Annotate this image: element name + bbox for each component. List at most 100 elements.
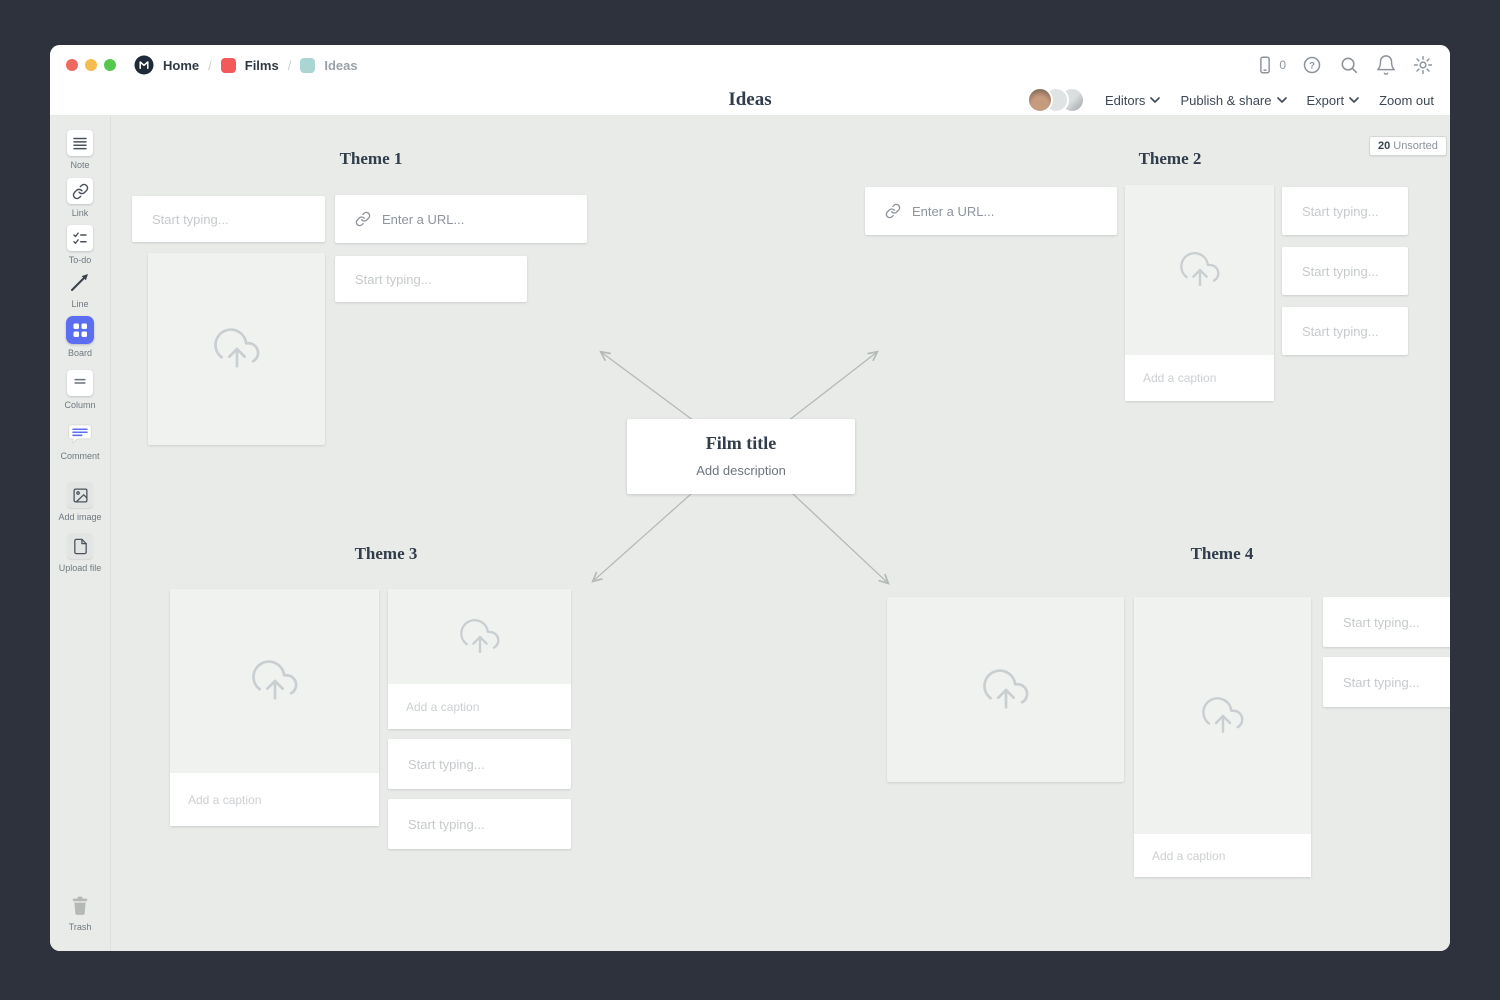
note-icon <box>73 137 87 150</box>
film-title-card[interactable]: Film title Add description <box>627 419 855 494</box>
note-card[interactable]: Start typing... <box>335 256 527 302</box>
titlebar: Home / Films / Ideas 0 ? <box>50 45 1450 85</box>
board-icon <box>73 323 87 337</box>
zoom-out-button[interactable]: Zoom out <box>1379 93 1434 108</box>
theme-4-heading[interactable]: Theme 4 <box>1190 544 1254 563</box>
film-description-placeholder[interactable]: Add description <box>696 463 786 478</box>
link-icon <box>72 183 89 200</box>
cloud-upload-icon <box>981 667 1031 713</box>
tool-label: Trash <box>68 922 92 932</box>
image-upload-card[interactable]: Add a caption <box>1125 185 1274 401</box>
cloud-upload-icon <box>1200 695 1246 737</box>
sidebar-tool-upload-file[interactable]: Upload file <box>50 533 110 573</box>
device-preview-button[interactable]: 0 <box>1254 54 1286 76</box>
export-menu[interactable]: Export <box>1307 93 1360 108</box>
note-card[interactable]: Start typing... <box>1323 597 1450 647</box>
note-card[interactable]: Start typing... <box>132 196 325 242</box>
milanote-logo-icon[interactable] <box>134 55 154 75</box>
sidebar-tool-link[interactable]: Link <box>50 178 110 218</box>
image-upload-card[interactable] <box>887 597 1124 782</box>
teal-board-icon <box>300 57 316 73</box>
breadcrumb-films[interactable]: Films <box>244 57 279 73</box>
image-upload-card[interactable] <box>148 253 325 445</box>
note-placeholder: Start typing... <box>1302 203 1379 219</box>
film-title[interactable]: Film title <box>705 433 777 453</box>
toolbar-right: Editors Publish & share Export Zoom out <box>1026 87 1450 113</box>
publish-share-menu[interactable]: Publish & share <box>1180 92 1287 108</box>
note-placeholder: Start typing... <box>1343 674 1420 690</box>
tool-label: Comment <box>60 451 100 461</box>
theme-1-heading[interactable]: Theme 1 <box>339 149 403 168</box>
minimize-button[interactable] <box>85 59 97 71</box>
tool-label: Note <box>70 160 90 170</box>
note-placeholder: Start typing... <box>408 816 485 832</box>
unsorted-count: 20 <box>1378 140 1391 152</box>
url-placeholder: Enter a URL... <box>382 211 465 227</box>
image-dropzone[interactable] <box>1134 597 1311 834</box>
search-icon <box>1341 57 1358 74</box>
settings-button[interactable] <box>1412 54 1434 76</box>
sidebar-tool-add-image[interactable]: Add image <box>50 482 110 522</box>
breadcrumb-separator: / <box>208 57 212 73</box>
help-button[interactable]: ? <box>1301 54 1323 76</box>
sidebar-tool-line[interactable]: Line <box>50 269 110 309</box>
chevron-down-icon <box>1349 97 1359 103</box>
note-placeholder: Start typing... <box>1343 614 1420 630</box>
app-window: Home / Films / Ideas 0 ? <box>50 45 1450 951</box>
note-card[interactable]: Start typing... <box>1282 247 1408 295</box>
editor-avatars[interactable] <box>1026 87 1085 113</box>
sidebar-trash[interactable]: Trash <box>50 892 110 932</box>
editors-menu[interactable]: Editors <box>1104 92 1161 108</box>
sidebar-tool-note[interactable]: Note <box>50 130 110 170</box>
image-dropzone[interactable] <box>170 589 379 773</box>
sidebar-tool-comment[interactable]: Comment <box>50 421 110 461</box>
breadcrumb: Home / Films / Ideas <box>134 55 358 75</box>
titlebar-left: Home / Films / Ideas <box>66 55 358 75</box>
caption-placeholder: Add a caption <box>406 699 480 714</box>
avatar <box>1026 87 1053 113</box>
maximize-button[interactable] <box>104 59 116 71</box>
add-image-icon <box>72 487 88 503</box>
bell-icon <box>1377 55 1395 75</box>
line-arrow-icon <box>71 274 88 291</box>
theme-2-heading[interactable]: Theme 2 <box>1138 149 1202 168</box>
cloud-upload-icon <box>212 326 262 372</box>
theme-3-heading[interactable]: Theme 3 <box>354 544 418 563</box>
image-upload-card[interactable]: Add a caption <box>170 589 379 826</box>
close-button[interactable] <box>66 59 78 71</box>
cloud-upload-icon <box>1178 250 1222 290</box>
note-card[interactable]: Start typing... <box>1323 657 1450 707</box>
phone-icon <box>1260 56 1271 74</box>
note-card[interactable]: Start typing... <box>388 739 571 789</box>
sidebar-tool-board[interactable]: Board <box>50 316 110 358</box>
unsorted-label: Unsorted <box>1393 140 1438 152</box>
page-title: Ideas <box>728 89 772 110</box>
caption-field[interactable]: Add a caption <box>1125 355 1274 401</box>
notifications-button[interactable] <box>1375 54 1397 76</box>
url-card[interactable]: Enter a URL... <box>335 195 587 243</box>
note-placeholder: Start typing... <box>152 211 229 227</box>
url-card[interactable]: Enter a URL... <box>865 187 1117 235</box>
note-card[interactable]: Start typing... <box>388 799 571 849</box>
caption-field[interactable]: Add a caption <box>388 684 571 729</box>
caption-field[interactable]: Add a caption <box>1134 834 1311 877</box>
editors-label: Editors <box>1104 92 1146 108</box>
caption-field[interactable]: Add a caption <box>170 773 379 826</box>
note-card[interactable]: Start typing... <box>1282 307 1408 355</box>
publish-share-label: Publish & share <box>1180 92 1272 108</box>
search-button[interactable] <box>1338 54 1360 76</box>
image-dropzone[interactable] <box>1125 185 1274 355</box>
breadcrumb-home[interactable]: Home <box>163 57 200 73</box>
sidebar-tool-todo[interactable]: To-do <box>50 225 110 265</box>
image-upload-card[interactable]: Add a caption <box>1134 597 1311 877</box>
gear-icon <box>1413 55 1433 75</box>
main-area: Note Link To-do Line <box>50 116 1450 951</box>
note-card[interactable]: Start typing... <box>1282 187 1408 235</box>
image-dropzone[interactable] <box>388 589 571 684</box>
sidebar-tool-column[interactable]: Column <box>50 370 110 410</box>
image-upload-card[interactable]: Add a caption <box>388 589 571 729</box>
column-icon <box>74 378 86 384</box>
export-label: Export <box>1306 92 1345 108</box>
